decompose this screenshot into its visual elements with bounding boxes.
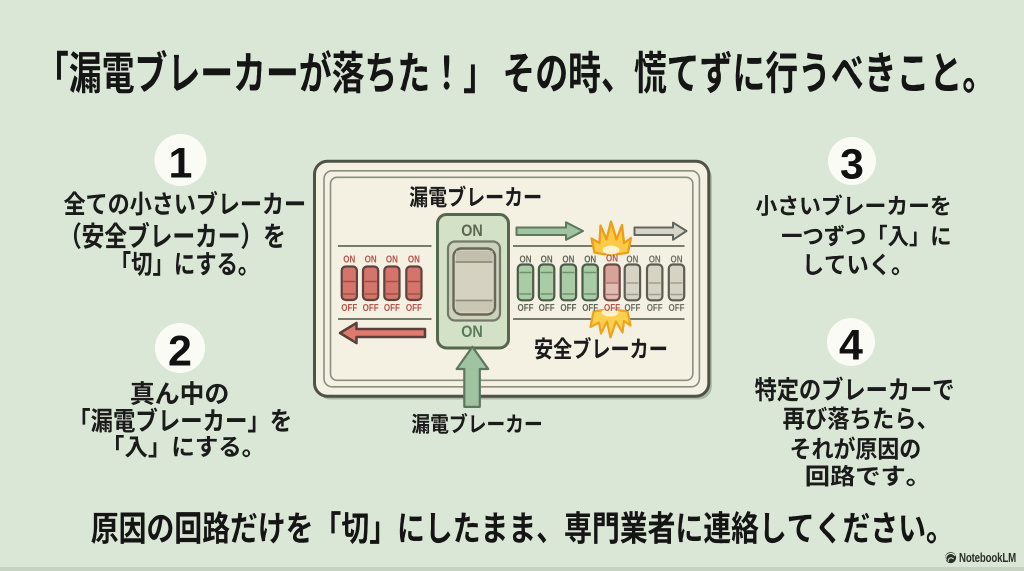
svg-text:ON: ON (562, 255, 574, 266)
svg-text:ON: ON (626, 255, 638, 266)
svg-text:ON: ON (584, 255, 596, 266)
svg-text:OFF: OFF (560, 303, 576, 314)
svg-text:OFF: OFF (604, 303, 620, 314)
svg-text:OFF: OFF (406, 303, 422, 314)
svg-text:NotebookLM: NotebookLM (959, 551, 1016, 565)
svg-text:OFF: OFF (647, 303, 663, 314)
svg-text:ON: ON (541, 255, 553, 266)
svg-text:OFF: OFF (624, 303, 640, 314)
svg-text:ON: ON (408, 255, 420, 266)
svg-text:ON: ON (671, 255, 683, 266)
svg-text:3: 3 (840, 141, 864, 189)
svg-text:ON: ON (520, 255, 532, 266)
svg-text:ON: ON (606, 254, 618, 265)
svg-text:OFF: OFF (539, 303, 555, 314)
svg-text:ON: ON (461, 323, 483, 341)
svg-text:ON: ON (365, 255, 377, 266)
svg-text:2: 2 (168, 328, 192, 376)
svg-text:OFF: OFF (341, 303, 357, 314)
svg-text:OFF: OFF (518, 303, 534, 314)
svg-text:ON: ON (461, 222, 483, 240)
svg-text:OFF: OFF (669, 303, 685, 314)
svg-text:ON: ON (386, 255, 398, 266)
svg-text:ON: ON (649, 255, 661, 266)
svg-text:4: 4 (839, 322, 863, 370)
svg-text:OFF: OFF (384, 303, 400, 314)
svg-text:ON: ON (343, 255, 355, 266)
svg-text:1: 1 (169, 140, 193, 188)
svg-text:OFF: OFF (582, 303, 598, 314)
svg-text:OFF: OFF (363, 303, 379, 314)
